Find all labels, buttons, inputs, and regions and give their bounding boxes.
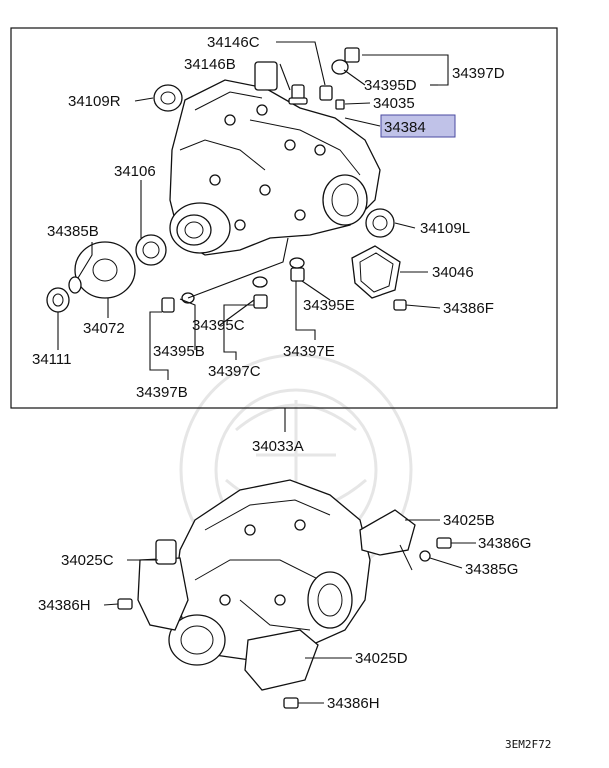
plug-34397c <box>252 276 268 309</box>
washer-34385b <box>68 276 82 294</box>
label-34025b: 34025B <box>443 512 495 529</box>
highlighted-part-box <box>380 114 456 138</box>
bolt-34386g <box>436 537 452 549</box>
label-34033a: 34033A <box>252 438 304 455</box>
oil-seal-left <box>365 208 395 238</box>
companion-flange <box>74 241 136 299</box>
label-34386f: 34386F <box>443 300 494 317</box>
label-34046: 34046 <box>432 264 474 281</box>
oil-seal-front <box>135 234 167 266</box>
label-34395c: 34395C <box>192 317 245 334</box>
label-34395d: 34395D <box>364 77 417 94</box>
plug-34397e <box>289 257 305 282</box>
label-34109l: 34109L <box>420 220 470 237</box>
label-34146b: 34146B <box>184 56 236 73</box>
label-34386h-left: 34386H <box>38 597 91 614</box>
label-34397c: 34397C <box>208 363 261 380</box>
label-34384: 34384 <box>384 119 426 136</box>
mount-bracket-d <box>244 629 319 691</box>
oil-seal-right <box>153 84 183 112</box>
bolt-34386h-bottom <box>283 697 299 709</box>
label-34395b: 34395B <box>153 343 205 360</box>
drain-plug-top <box>319 85 333 101</box>
label-34146c: 34146C <box>207 34 260 51</box>
label-34035: 34035 <box>373 95 415 112</box>
bolt-34386h-left <box>117 598 133 610</box>
leader-lines-lower <box>103 519 476 704</box>
label-34385b: 34385B <box>47 223 99 240</box>
air-breather-plug <box>288 84 308 105</box>
label-34025c: 34025C <box>61 552 114 569</box>
differential-assembly-mounted <box>168 479 371 666</box>
upper-assembly-frame <box>10 27 558 409</box>
mount-bracket-b <box>359 509 416 571</box>
label-34386g: 34386G <box>478 535 531 552</box>
label-34025d: 34025D <box>355 650 408 667</box>
label-34106: 34106 <box>114 163 156 180</box>
label-34111: 34111 <box>32 351 72 368</box>
label-34109r: 34109R <box>68 93 121 110</box>
label-34386h-bottom: 34386H <box>327 695 380 712</box>
rear-cover-gasket <box>351 245 401 299</box>
filler-plug-d <box>331 47 360 75</box>
bolt-34386f <box>393 299 407 311</box>
vent-nipple <box>335 99 345 110</box>
label-34397d: 34397D <box>452 65 505 82</box>
label-34072: 34072 <box>83 320 125 337</box>
label-34397b: 34397B <box>136 384 188 401</box>
label-34397e: 34397E <box>283 343 335 360</box>
differential-carrier-exploded <box>169 61 381 256</box>
lock-nut <box>46 287 70 313</box>
label-34385g: 34385G <box>465 561 518 578</box>
mount-bracket-c <box>137 539 189 631</box>
label-34395e: 34395E <box>303 297 355 314</box>
figure-code: 3EM2F72 <box>505 738 551 751</box>
leader-lines-upper <box>57 41 449 380</box>
washer-34385g <box>419 550 431 562</box>
